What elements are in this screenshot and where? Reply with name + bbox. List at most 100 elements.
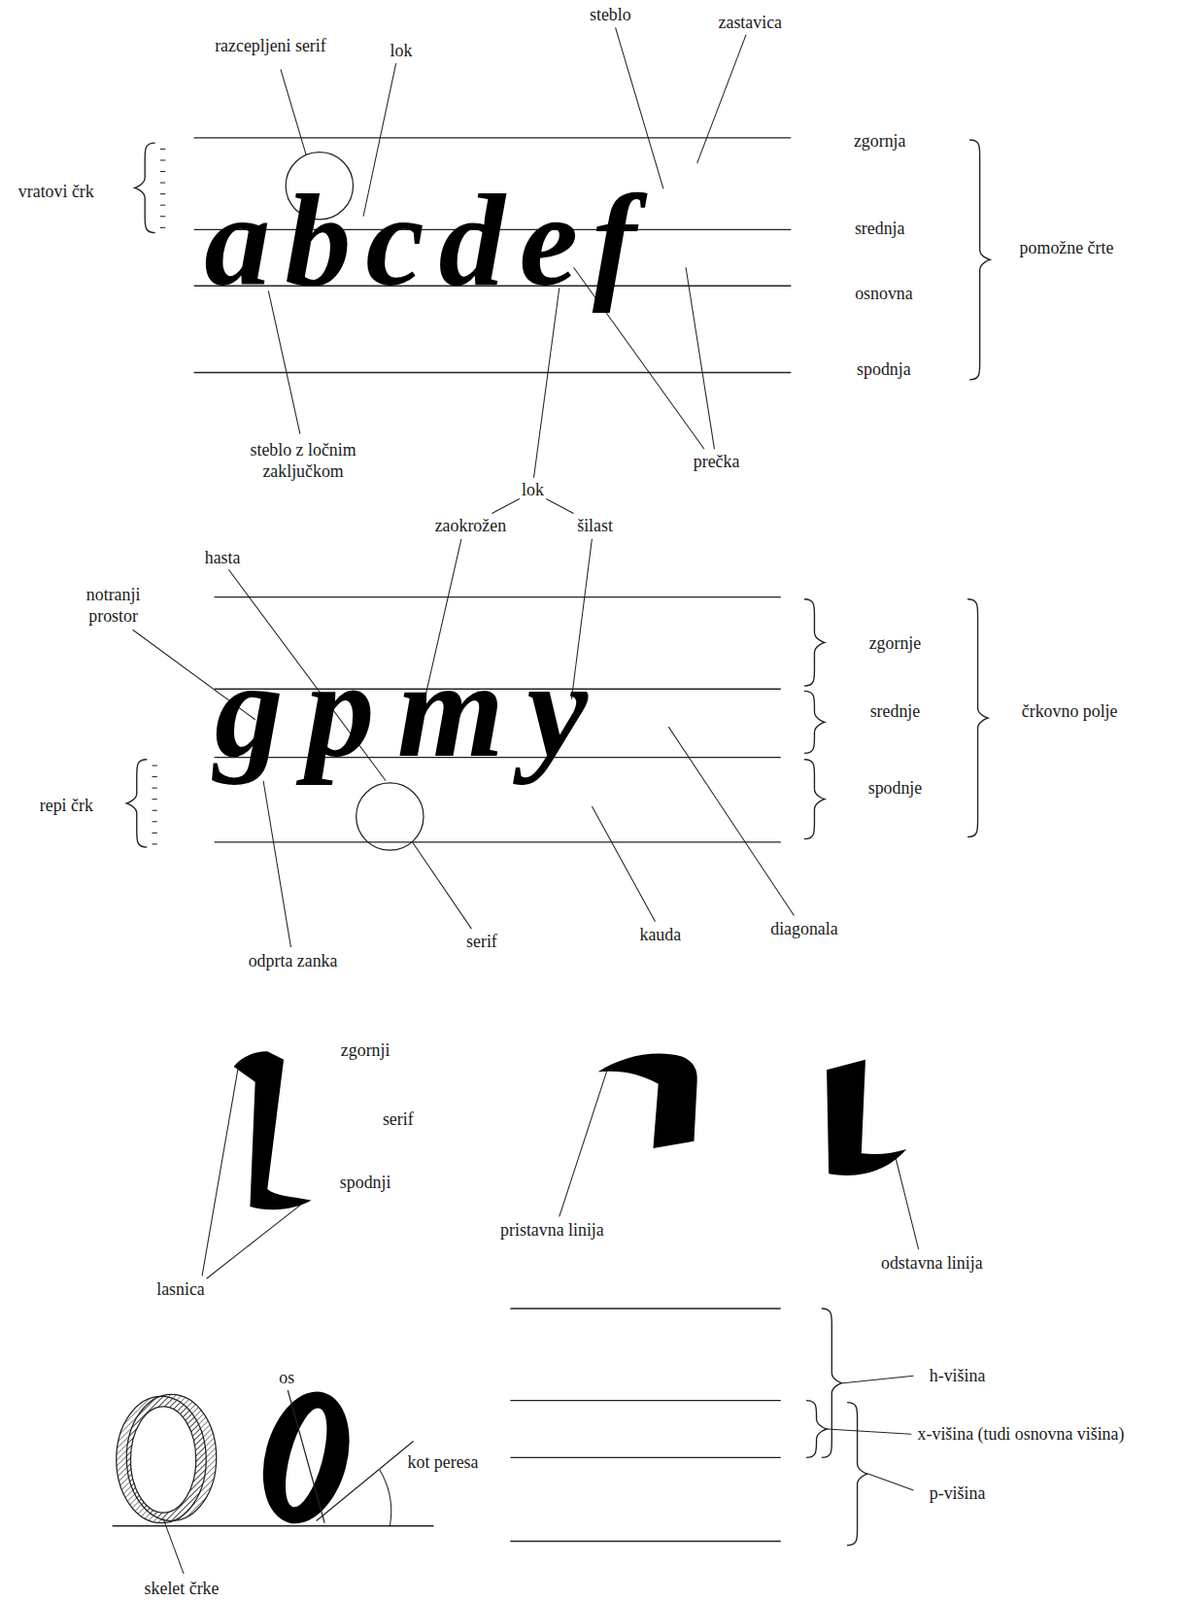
- term-label: zgornja: [851, 130, 909, 152]
- term-label: črkovno polje: [1019, 700, 1120, 722]
- term-label: pristavna linija: [498, 1219, 607, 1241]
- guide-line: [194, 372, 792, 374]
- term-label: srednja: [852, 217, 908, 239]
- term-label: zastavica: [715, 11, 784, 34]
- term-label: lok: [519, 478, 546, 501]
- leader-line: [534, 287, 560, 477]
- leader-line: [615, 27, 664, 189]
- letter-o: [249, 1382, 364, 1534]
- term-label: lasnica: [154, 1278, 207, 1300]
- leader-line: [668, 726, 794, 916]
- leader-line: [411, 842, 472, 929]
- guide-line: [509, 1540, 781, 1542]
- tick: [160, 170, 166, 172]
- tick: [160, 227, 166, 229]
- tick: [152, 787, 158, 789]
- tick: [152, 798, 158, 800]
- term-label: serif: [380, 1108, 416, 1130]
- stroke-shapes: [112, 152, 907, 1534]
- tick: [160, 182, 166, 184]
- leader-line: [685, 267, 714, 449]
- term-label: diagonala: [768, 917, 841, 940]
- tick: [152, 820, 158, 822]
- brace: [135, 142, 156, 233]
- term-label: spodnja: [854, 358, 914, 380]
- guide-line: [509, 1457, 781, 1459]
- brace: [969, 139, 990, 380]
- brace: [967, 599, 988, 838]
- entry-stroke: [598, 1053, 698, 1149]
- brace: [847, 1402, 868, 1546]
- term-label: šilast: [575, 514, 615, 537]
- brace: [804, 599, 825, 686]
- term-label: steblo z ločnim zaključkom: [239, 440, 367, 484]
- letter-sample: abcdef: [203, 173, 651, 307]
- term-label: zgornje: [867, 632, 924, 654]
- highlight-circle: [356, 782, 424, 850]
- skeleton-ring: [116, 1395, 206, 1523]
- leader-line: [591, 806, 655, 922]
- tick: [152, 776, 158, 778]
- term-label: prečka: [691, 450, 743, 473]
- l-stroke: [234, 1051, 312, 1210]
- letter-sample: gpmy: [214, 640, 611, 779]
- term-label: zaokrožen: [433, 514, 509, 537]
- term-label: steblo: [587, 4, 634, 27]
- term-label: vratovi črk: [16, 180, 97, 203]
- tick: [160, 148, 166, 150]
- brace: [806, 1400, 827, 1459]
- brace: [804, 759, 825, 840]
- leader-line: [163, 1518, 184, 1574]
- leader-line: [268, 290, 301, 434]
- braces: [126, 139, 990, 1546]
- term-label: p-višina: [927, 1482, 988, 1504]
- term-label: spodnje: [866, 777, 925, 799]
- term-label: kauda: [637, 923, 683, 946]
- leader-line: [868, 1473, 914, 1491]
- term-label: kot peresa: [405, 1451, 480, 1473]
- term-label: srednje: [868, 700, 923, 722]
- term-label: zgornji: [339, 1039, 393, 1061]
- term-label: skelet črke: [141, 1577, 221, 1599]
- term-label: odprta zanka: [246, 950, 340, 973]
- pen-angle-arc: [379, 1469, 392, 1527]
- axis-line: [287, 1390, 325, 1524]
- guide-line: [509, 1307, 781, 1309]
- term-label: h-višina: [927, 1364, 988, 1387]
- leader-line: [542, 497, 575, 514]
- term-label: x-višina (tudi osnovna višina): [915, 1423, 1126, 1445]
- tick: [160, 159, 166, 161]
- tick: [160, 193, 166, 195]
- leader-line: [697, 34, 747, 164]
- brace: [821, 1308, 843, 1458]
- term-label: odstavna linija: [879, 1253, 985, 1275]
- term-label: pomožne črte: [1017, 237, 1117, 259]
- guide-lines: [194, 137, 792, 1542]
- skeleton-inner: [130, 1406, 196, 1513]
- leader-line: [491, 497, 523, 514]
- tick: [152, 810, 158, 812]
- term-label: notranji prostor: [65, 583, 162, 628]
- exit-stroke: [826, 1059, 907, 1176]
- leader-line: [205, 1204, 302, 1280]
- guide-line: [214, 596, 781, 598]
- leader-line: [263, 780, 291, 948]
- term-label: os: [276, 1366, 297, 1389]
- brace: [126, 759, 147, 848]
- guide-line: [194, 136, 792, 138]
- tick: [160, 215, 166, 217]
- term-label: serif: [464, 931, 500, 953]
- guide-line: [509, 1399, 781, 1401]
- tick: [152, 832, 158, 834]
- guide-line: [214, 841, 781, 843]
- term-label: razcepljeni serif: [212, 34, 330, 57]
- term-label: spodnji: [338, 1172, 394, 1194]
- term-label: repi črk: [37, 794, 96, 816]
- leader-line: [894, 1154, 918, 1250]
- term-label: osnovna: [852, 282, 916, 305]
- term-label: hasta: [203, 547, 243, 570]
- tick: [160, 204, 166, 206]
- brace: [804, 690, 825, 753]
- leader-line: [202, 1069, 238, 1276]
